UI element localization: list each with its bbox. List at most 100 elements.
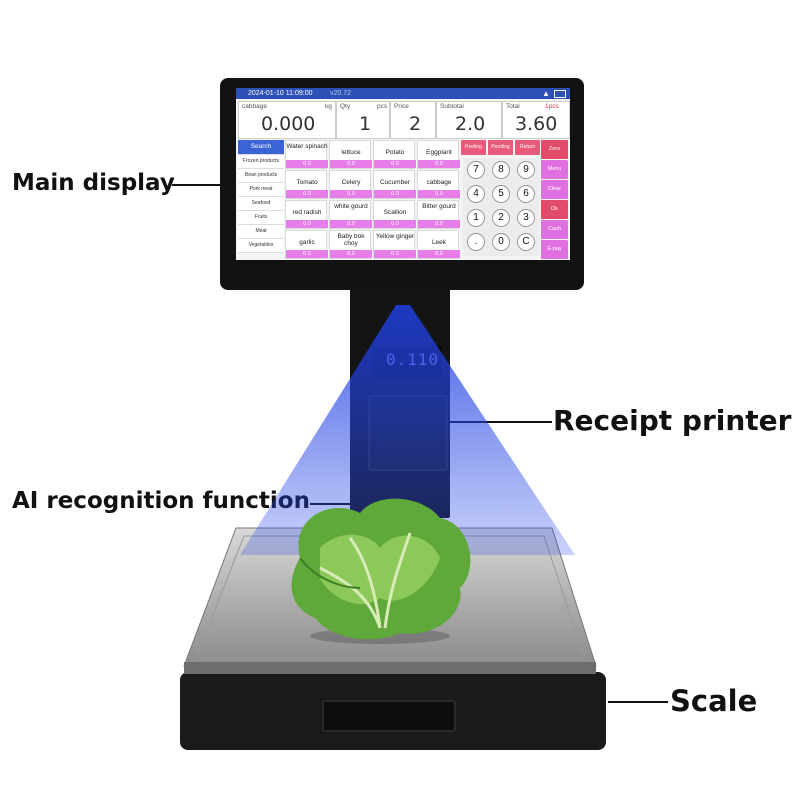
product-cabbage[interactable]: cabbage 0.0: [417, 170, 460, 199]
subtotal-label: Subtotal: [440, 103, 464, 110]
total-badge: 1pcs: [545, 103, 559, 110]
key-6[interactable]: 6: [517, 185, 535, 203]
product-name: Celery: [341, 179, 361, 186]
category-vegetables[interactable]: Vegetables: [238, 239, 284, 253]
qty-value: 1: [359, 113, 372, 135]
pending-button[interactable]: Pending: [488, 140, 513, 155]
product-name: Leek: [431, 239, 447, 246]
product-name: Yellow ginger: [375, 233, 415, 240]
status-version: v20.72: [330, 90, 352, 97]
search-button[interactable]: Search: [238, 140, 284, 155]
product-price: 0.0: [330, 160, 372, 168]
price-value: 2: [409, 113, 422, 135]
qty-label: Qty: [340, 103, 351, 110]
scale-callout: Scale: [670, 684, 758, 718]
product-price: 0.0: [286, 250, 328, 258]
weight-unit: kg: [325, 103, 332, 110]
total-label: Total: [506, 103, 520, 110]
return-button[interactable]: Return: [515, 140, 540, 155]
key-decimal[interactable]: .: [467, 233, 485, 251]
category-bean-products[interactable]: Bean products: [238, 169, 284, 183]
product-price: 0.0: [418, 190, 460, 198]
key-4[interactable]: 4: [467, 185, 485, 203]
e-pay-button[interactable]: E-pay: [541, 240, 568, 259]
product-cucumber[interactable]: Cucumber 0.0: [373, 170, 416, 199]
clear-button[interactable]: Clear: [541, 180, 568, 199]
product-name: cabbage: [426, 179, 452, 186]
product-price: 0.0: [374, 190, 416, 198]
menu-button[interactable]: Menu: [541, 160, 568, 179]
product-price: 0.0: [286, 160, 328, 168]
category-seafood[interactable]: Seafood: [238, 197, 284, 211]
category-frozen-products[interactable]: Frozen products: [238, 155, 284, 169]
product-price: 0.0: [374, 220, 416, 228]
wifi-icon: ▲: [542, 89, 550, 98]
item-name-label: cabbage: [242, 103, 267, 110]
main-display-leader-line: [172, 184, 224, 186]
category-fruits[interactable]: Fruits: [238, 211, 284, 225]
key-8[interactable]: 8: [492, 161, 510, 179]
product-leek[interactable]: Leek 0.0: [417, 230, 460, 259]
key-9[interactable]: 9: [517, 161, 535, 179]
key-1[interactable]: 1: [467, 209, 485, 227]
key-2[interactable]: 2: [492, 209, 510, 227]
product-price: 0.0: [418, 250, 460, 258]
battery-icon: [554, 90, 566, 98]
product-name: white gourd: [334, 203, 368, 210]
ok-button[interactable]: Ok: [541, 200, 568, 219]
product-garlic[interactable]: garlic 0.0: [285, 230, 328, 259]
cash-button[interactable]: Cash: [541, 220, 568, 239]
price-label: Price: [394, 103, 409, 110]
product-name: Baby bok choy: [337, 233, 365, 247]
product-potato[interactable]: Potato 0.0: [373, 140, 416, 169]
product-price: 0.0: [418, 220, 460, 228]
product-price: 0.0: [330, 220, 372, 228]
product-name: Eggplant: [426, 149, 452, 156]
key-7[interactable]: 7: [467, 161, 485, 179]
key-3[interactable]: 3: [517, 209, 535, 227]
scale-leader-line: [608, 701, 668, 703]
category-pork-meat[interactable]: Pork meat: [238, 183, 284, 197]
receipt-printer-callout: Receipt printer: [553, 404, 792, 437]
lettuce-produce: [291, 498, 471, 644]
total-readout: Total 1pcs 3.60: [502, 101, 570, 139]
product-name: garlic: [299, 239, 315, 246]
status-bar: 2024-01-10 11:09:00 v20.72 ▲: [236, 88, 570, 99]
price-readout: Price 2: [390, 101, 436, 139]
product-yellow-ginger[interactable]: Yellow ginger 0.0: [373, 230, 416, 259]
category-meat[interactable]: Meat: [238, 225, 284, 239]
product-name: Scallion: [383, 209, 407, 216]
product-name: Cucumber: [380, 179, 410, 186]
product-price: 0.0: [286, 220, 328, 228]
product-white-gourd[interactable]: white gourd 0.0: [329, 200, 372, 229]
product-name: Potato: [385, 149, 405, 156]
product-name: lettuce: [341, 149, 361, 156]
product-price: 0.0: [374, 160, 416, 168]
product-price: 0.0: [374, 250, 416, 258]
ai-recognition-callout: AI recognition function: [12, 488, 310, 514]
qty-unit: pcs: [377, 103, 388, 110]
product-lettuce[interactable]: lettuce 0.0: [329, 140, 372, 169]
main-display-callout: Main display: [12, 170, 175, 196]
total-value: 3.60: [515, 113, 558, 135]
scale-base-handle: [322, 700, 456, 732]
product-price: 0.0: [330, 250, 372, 258]
key-c[interactable]: C: [517, 233, 535, 251]
product-baby-bok-choy[interactable]: Baby bok choy 0.0: [329, 230, 372, 259]
receipt-printer-leader-line: [432, 421, 552, 423]
qty-readout: Qty pcs 1: [336, 101, 390, 139]
key-5[interactable]: 5: [492, 185, 510, 203]
peeling-button[interactable]: Peeling: [461, 140, 486, 155]
key-0[interactable]: 0: [492, 233, 510, 251]
pos-screen: 2024-01-10 11:09:00 v20.72 ▲ cabbage kg …: [236, 88, 570, 260]
subtotal-value: 2.0: [455, 113, 486, 135]
product-scallion[interactable]: Scallion 0.0: [373, 200, 416, 229]
zero-button[interactable]: Zero: [541, 140, 568, 159]
